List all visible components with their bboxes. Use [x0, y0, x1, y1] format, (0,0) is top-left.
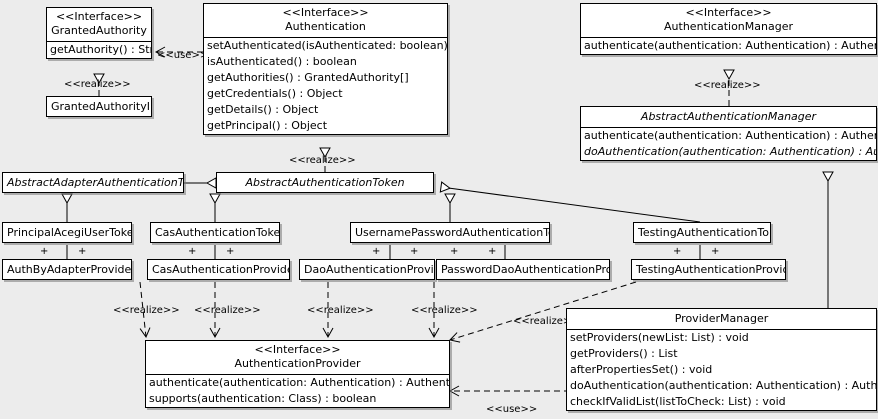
operations-compartment: getAuthority() : String — [47, 42, 151, 58]
association-marker: + — [188, 246, 197, 257]
class-cas-authentication-token[interactable]: CasAuthenticationToken — [150, 222, 280, 243]
association-marker: + — [673, 246, 682, 257]
class-name: Authentication — [285, 20, 366, 33]
operations-compartment: authenticate(authentication: Authenticat… — [581, 128, 876, 160]
class-username-password-authentication-token[interactable]: UsernamePasswordAuthenticationToken — [350, 222, 550, 243]
class-name: CasAuthenticationProvider — [152, 263, 290, 276]
compartment-separator — [146, 374, 449, 375]
operation: getPrincipal() : Object — [207, 119, 328, 132]
class-granted-authority[interactable]: <<Interface>> GrantedAuthority getAuthor… — [46, 7, 152, 59]
operations-compartment: authenticate(authentication: Authenticat… — [146, 375, 449, 407]
class-testing-authentication-token[interactable]: TestingAuthenticationToken — [633, 222, 771, 243]
association-marker: + — [410, 246, 419, 257]
association-marker: + — [372, 246, 381, 257]
operations-compartment: setProviders(newList: List) : void getPr… — [567, 330, 876, 410]
operation: authenticate(authentication: Authenticat… — [149, 376, 450, 389]
label-realize-dao: <<realize>> — [307, 305, 374, 316]
class-name: AbstractAuthenticationToken — [245, 176, 405, 189]
class-name: AuthByAdapterProvider — [7, 263, 132, 276]
compartment-separator — [567, 329, 876, 330]
class-password-dao-authentication-provider[interactable]: PasswordDaoAuthenticationProvider — [436, 259, 610, 280]
class-name: PrincipalAcegiUserToken — [7, 226, 132, 239]
class-name: ProviderManager — [674, 312, 769, 325]
class-stereotype: <<Interface>> — [685, 6, 772, 19]
operation: afterPropertiesSet() : void — [570, 363, 713, 376]
class-auth-by-adapter-provider[interactable]: AuthByAdapterProvider — [2, 259, 132, 280]
class-cas-authentication-provider[interactable]: CasAuthenticationProvider — [147, 259, 290, 280]
class-principal-acegi-user-token[interactable]: PrincipalAcegiUserToken — [2, 222, 132, 243]
compartment-separator — [47, 41, 151, 42]
class-authentication-provider[interactable]: <<Interface>> AuthenticationProvider aut… — [145, 340, 450, 408]
label-realize-abstract-manager: <<realize>> — [694, 80, 761, 91]
class-name: AuthenticationManager — [664, 20, 793, 33]
operation: getAuthority() : String — [50, 43, 151, 56]
class-authentication[interactable]: <<Interface>> Authentication setAuthenti… — [203, 3, 448, 135]
operation: setProviders(newList: List) : void — [570, 331, 749, 344]
label-realize-testing: <<realize>> — [513, 316, 580, 327]
label-use-authentication-grantedauthority: <<use>> — [157, 50, 209, 61]
class-name: GrantedAuthority — [51, 24, 147, 37]
class-name: DaoAuthenticationProvider — [304, 263, 434, 276]
association-marker: + — [450, 246, 459, 257]
class-name: GrantedAuthorityImpl — [51, 100, 151, 113]
label-realize-abstract-token: <<realize>> — [289, 155, 356, 166]
compartment-separator — [204, 37, 447, 38]
edge-testingtoken-extends-abstracttoken — [441, 187, 701, 223]
class-stereotype: <<Interface>> — [55, 10, 143, 23]
class-granted-authority-impl[interactable]: GrantedAuthorityImpl — [46, 96, 152, 117]
class-stereotype: <<Interface>> — [282, 6, 369, 19]
operation: getCredentials() : Object — [207, 87, 343, 100]
operation: doAuthentication(authentication: Authent… — [570, 379, 877, 392]
operation: checkIfValidList(listToCheck: List) : vo… — [570, 395, 786, 408]
class-authentication-manager[interactable]: <<Interface>> AuthenticationManager auth… — [580, 3, 877, 55]
operation: supports(authentication: Class) : boolea… — [149, 392, 377, 405]
label-realize-grantedauthorityimpl: <<realize>> — [64, 79, 131, 90]
association-marker: + — [226, 246, 235, 257]
label-realize-cas: <<realize>> — [194, 305, 261, 316]
class-name: TestingAuthenticationProvider — [636, 263, 786, 276]
class-name: CasAuthenticationToken — [155, 226, 280, 239]
operation: getDetails() : Object — [207, 103, 319, 116]
class-name: AbstractAuthenticationManager — [640, 110, 817, 123]
compartment-separator — [581, 37, 876, 38]
association-marker: + — [488, 246, 497, 257]
operations-compartment: setAuthenticated(isAuthenticated: boolea… — [204, 38, 447, 134]
class-name: UsernamePasswordAuthenticationToken — [355, 226, 549, 239]
compartment-separator — [581, 127, 876, 128]
association-marker: + — [78, 246, 87, 257]
class-name: AbstractAdapterAuthenticationToken — [7, 176, 184, 189]
operation: authenticate(authentication: Authenticat… — [584, 129, 876, 142]
class-abstract-adapter-authentication-token[interactable]: AbstractAdapterAuthenticationToken — [2, 172, 184, 193]
class-abstract-authentication-manager[interactable]: AbstractAuthenticationManager authentica… — [580, 106, 877, 161]
class-provider-manager[interactable]: ProviderManager setProviders(newList: Li… — [566, 308, 877, 411]
class-name: TestingAuthenticationToken — [638, 226, 770, 239]
operation: authenticate(authentication: Authenticat… — [584, 39, 876, 52]
association-marker: + — [40, 246, 49, 257]
class-testing-authentication-provider[interactable]: TestingAuthenticationProvider — [631, 259, 786, 280]
class-name: PasswordDaoAuthenticationProvider — [441, 263, 609, 276]
class-stereotype: <<Interface>> — [254, 343, 341, 356]
operation: doAuthentication(authentication: Authent… — [584, 145, 876, 158]
label-realize-authbyadapter: <<realize>> — [113, 305, 180, 316]
operations-compartment: authenticate(authentication: Authenticat… — [581, 38, 876, 54]
operation: isAuthenticated() : boolean — [207, 55, 357, 68]
association-marker: + — [711, 246, 720, 257]
operation: setAuthenticated(isAuthenticated: boolea… — [207, 39, 448, 52]
label-realize-passworddao: <<realize>> — [411, 305, 478, 316]
class-abstract-authentication-token[interactable]: AbstractAuthenticationToken — [216, 172, 434, 193]
operation: getAuthorities() : GrantedAuthority[] — [207, 71, 409, 84]
operation: getProviders() : List — [570, 347, 678, 360]
label-use-providermanager: <<use>> — [486, 404, 538, 415]
class-name: AuthenticationProvider — [234, 357, 361, 370]
class-dao-authentication-provider[interactable]: DaoAuthenticationProvider — [299, 259, 435, 280]
